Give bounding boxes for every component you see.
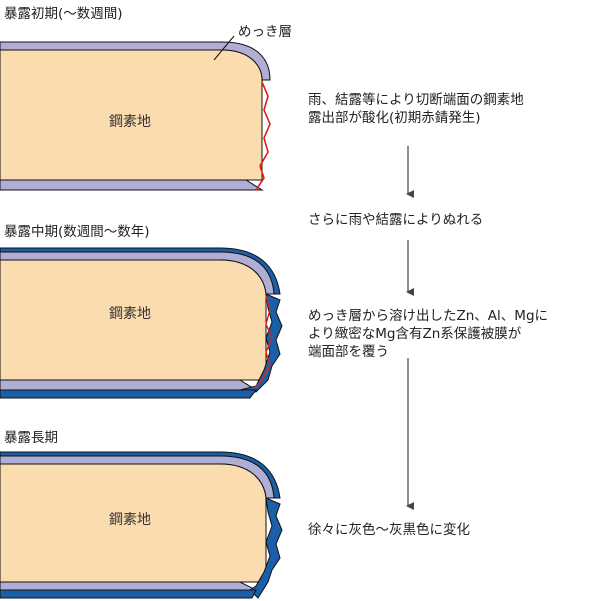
protective-film-edge	[249, 497, 283, 599]
stage-long-panel: 鋼素地	[0, 451, 283, 599]
rust-edge	[255, 81, 271, 191]
stage-early-panel: 鋼素地	[0, 35, 271, 191]
steel-label-early: 鋼素地	[109, 114, 151, 130]
protective-film-bottom	[0, 389, 257, 399]
step-text-2: さらに雨や結露によりぬれる	[308, 212, 484, 228]
step-text-4: 徐々に灰色〜灰黒色に変化	[308, 522, 470, 538]
plating-layer-bottom	[0, 179, 264, 191]
plating-layer-bottom	[0, 581, 257, 591]
steel-substrate	[0, 463, 267, 583]
plating-layer-label: めっき層	[238, 24, 292, 40]
steel-substrate	[0, 49, 263, 181]
stage-title-early: 暴露初期(〜数週間)	[4, 6, 123, 22]
stage-title-long: 暴露長期	[4, 430, 58, 446]
steel-label-long: 鋼素地	[109, 512, 151, 528]
protective-film-bottom	[0, 589, 257, 599]
rust-edge	[253, 295, 273, 389]
step-text-3: めっき層から溶け出したZn、Al、Mgに より緻密なMg含有Zn系保護被膜が 端…	[308, 308, 549, 360]
protective-film-edge	[239, 293, 283, 393]
stage-middle-panel: 鋼素地	[0, 247, 283, 399]
pointer-line	[213, 35, 235, 61]
steel-label-middle: 鋼素地	[109, 306, 151, 322]
stage-title-middle: 暴露中期(数週間〜数年)	[4, 224, 150, 240]
plating-layer-bottom	[0, 379, 258, 391]
step-text-1: 雨、結露等により切断端面の鋼素地 露出部が酸化(初期赤錆発生)	[308, 92, 524, 126]
